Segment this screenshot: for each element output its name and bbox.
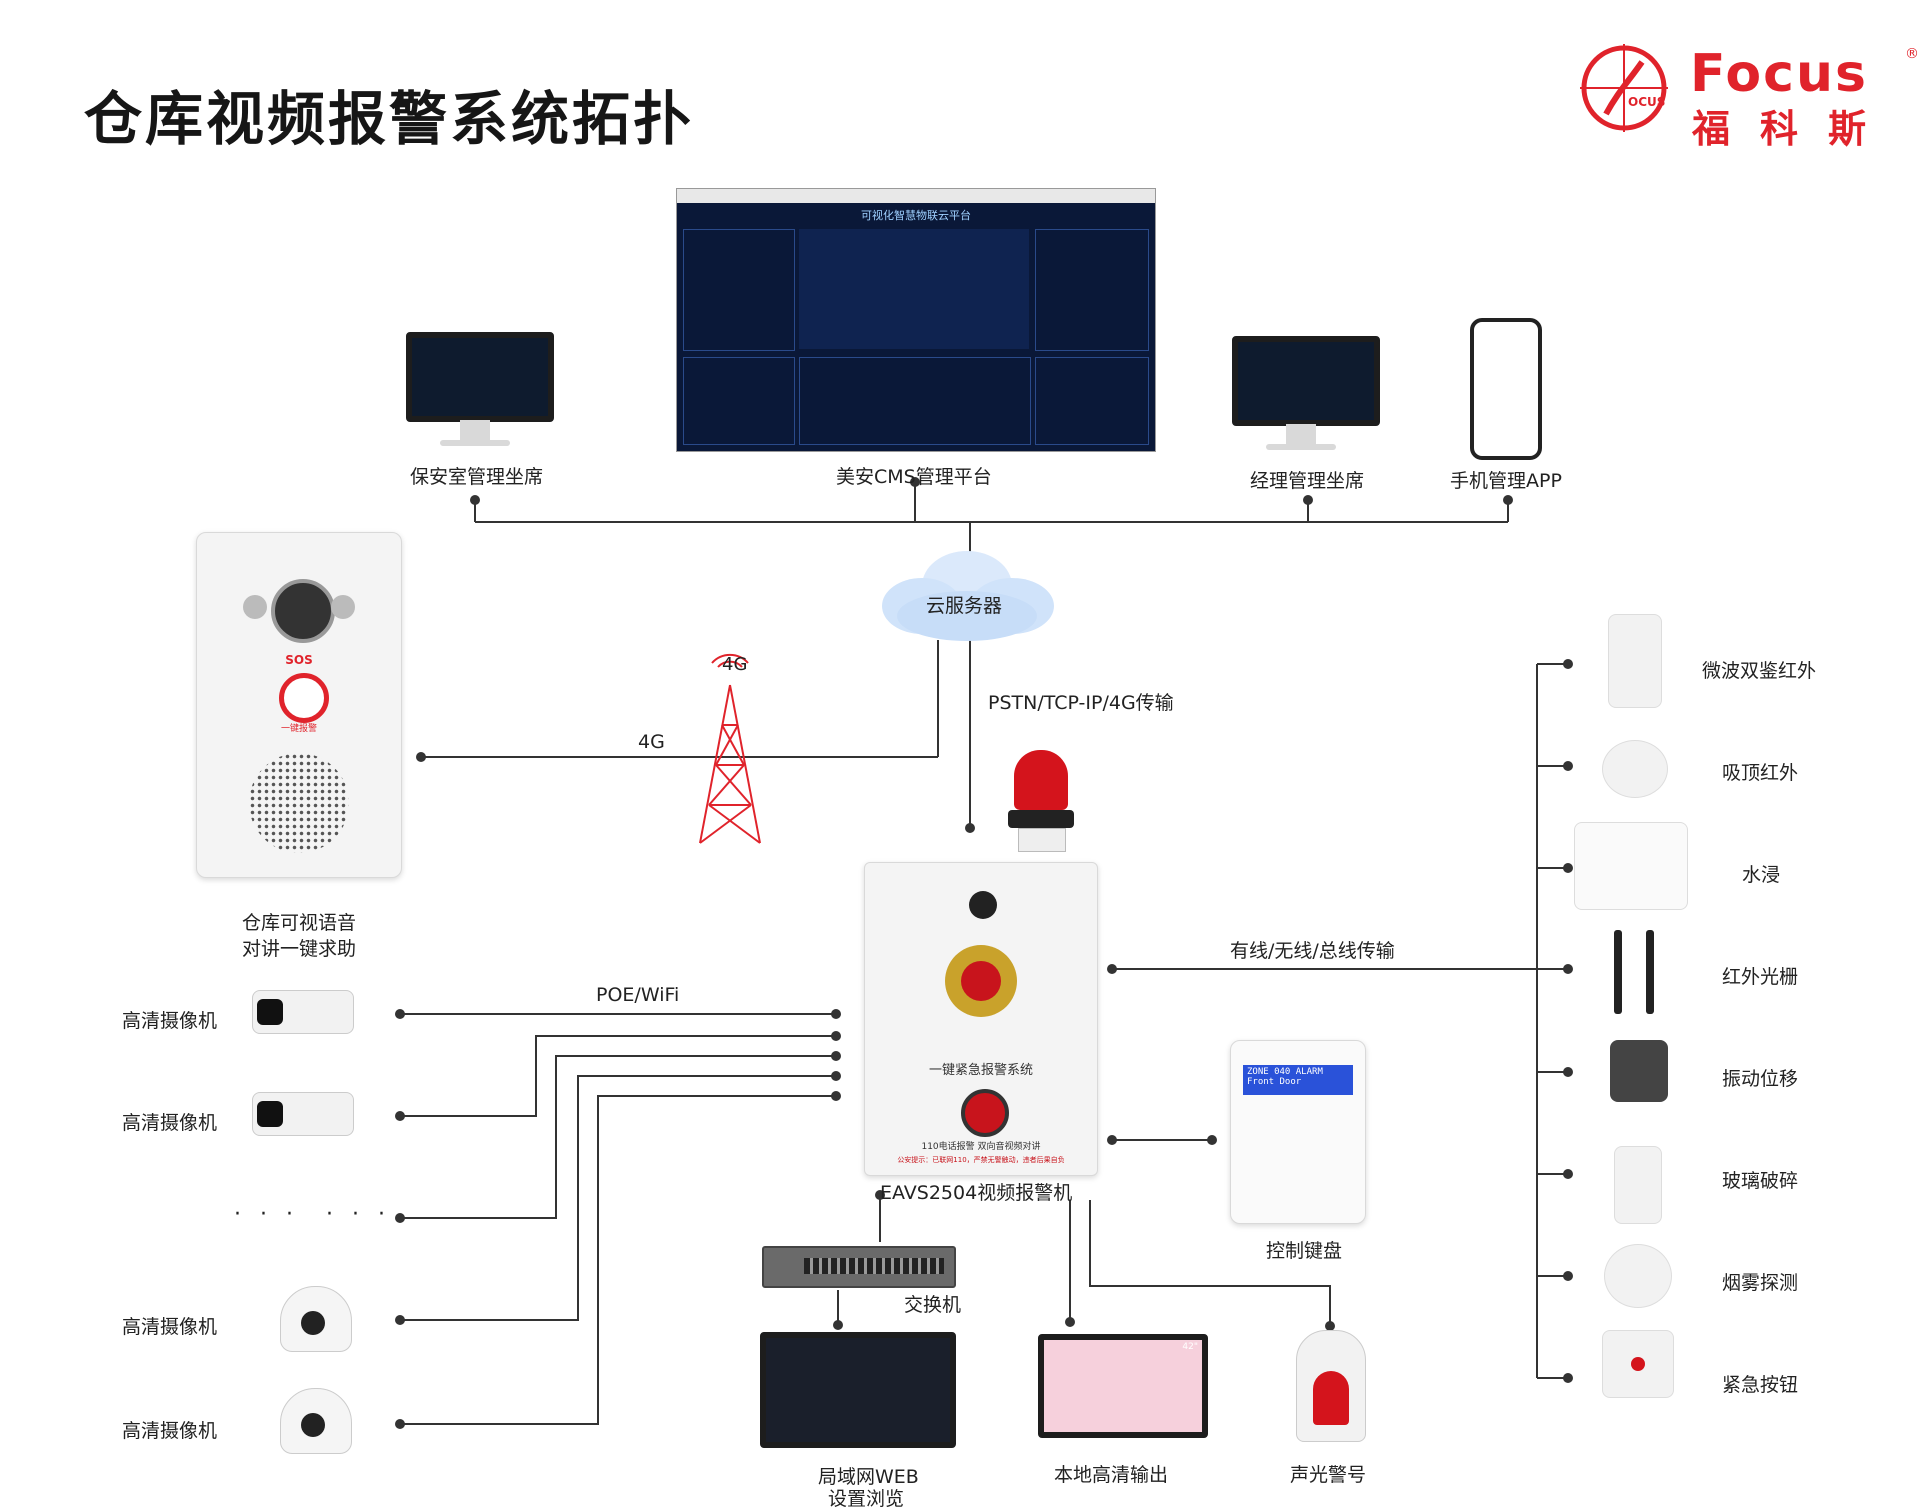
dome-camera-icon xyxy=(280,1388,352,1454)
manager-monitor xyxy=(1232,336,1380,426)
water-leak-icon xyxy=(1574,822,1688,910)
sos-text: SOS xyxy=(285,653,313,667)
manager-label: 经理管理坐席 xyxy=(1250,470,1365,492)
network-switch-icon xyxy=(762,1246,956,1288)
alarm-host-label: EAVS2504视频报警机 xyxy=(880,1182,1073,1204)
emergency-button[interactable] xyxy=(961,1089,1009,1137)
control-keypad-device: ZONE 040 ALARM Front Door xyxy=(1230,1040,1366,1224)
ellipsis-1: · · · xyxy=(234,1202,299,1227)
vibration-sensor-icon xyxy=(1610,1040,1668,1102)
local-tv: 42" xyxy=(1038,1334,1208,1438)
cms-screen-title: 可视化智慧物联云平台 xyxy=(861,209,971,222)
sensor-link-label: 有线/无线/总线传输 xyxy=(1230,940,1395,962)
page-title: 仓库视频报警系统拓扑 xyxy=(84,85,695,153)
mobile-app-label: 手机管理APP xyxy=(1450,470,1562,492)
siren-label: 声光警号 xyxy=(1290,1464,1367,1486)
smoke-detector-icon xyxy=(1604,1244,1672,1308)
dome-camera-icon xyxy=(280,1286,352,1352)
panel-title: 一键紧急报警系统 xyxy=(928,1063,1033,1078)
keypad-line-2: Front Door xyxy=(1247,1077,1302,1087)
transport-label: PSTN/TCP-IP/4G传输 xyxy=(988,692,1174,714)
sensor-label-3: 水浸 xyxy=(1742,864,1781,886)
cell-tower-icon xyxy=(680,645,780,845)
ellipsis-2: · · · xyxy=(326,1202,391,1227)
sos-button-text: 一键报警 xyxy=(280,724,317,734)
sos-button[interactable] xyxy=(279,673,329,723)
mobile-phone-icon xyxy=(1470,318,1542,460)
camera-label-1: 高清摄像机 xyxy=(122,1010,218,1032)
brand-name: Focus xyxy=(1690,44,1868,104)
sensor-label-2: 吸顶红外 xyxy=(1722,762,1799,784)
police-badge-icon xyxy=(945,945,1017,1017)
registered-mark: ® xyxy=(1905,46,1919,62)
poe-wifi-label: POE/WiFi xyxy=(596,984,680,1006)
keypad-line-1: ZONE 040 ALARM xyxy=(1247,1067,1323,1077)
web-label-2: 设置浏览 xyxy=(828,1488,905,1510)
sensor-label-7: 烟雾探测 xyxy=(1722,1272,1799,1294)
camera-label-3: 高清摄像机 xyxy=(122,1316,218,1338)
panel-note: 公安提示：已联网110，严禁无警触动，违者后果自负 xyxy=(897,1156,1065,1164)
ceiling-pir-icon xyxy=(1602,740,1668,798)
security-room-monitor xyxy=(406,332,554,422)
panel-sub: 110电话报警 双向音视频对讲 xyxy=(921,1142,1041,1152)
sensor-label-4: 红外光栅 xyxy=(1722,966,1799,988)
intercom-label-2: 对讲一键求助 xyxy=(242,938,357,960)
tower-label: 4G xyxy=(722,654,748,675)
ir-beam-icon xyxy=(1614,930,1622,1014)
glass-break-icon xyxy=(1614,1146,1662,1224)
sensor-label-8: 紧急按钮 xyxy=(1722,1374,1799,1396)
sensor-label-1: 微波双鉴红外 xyxy=(1702,660,1817,682)
svg-text:OCUS: OCUS xyxy=(1628,95,1665,109)
brand-logo-icon: OCUS xyxy=(1578,42,1670,134)
cms-browser-window: 可视化智慧物联云平台 xyxy=(676,188,1156,452)
bullet-camera-icon xyxy=(252,990,354,1034)
alarm-host-device: 一键紧急报警系统 110电话报警 双向音视频对讲 公安提示：已联网110，严禁无… xyxy=(864,862,1098,1176)
sensor-label-6: 玻璃破碎 xyxy=(1722,1170,1799,1192)
brand-cn: 福科斯 xyxy=(1692,107,1897,151)
web-label-1: 局域网WEB xyxy=(818,1466,919,1488)
switch-label: 交换机 xyxy=(904,1294,962,1316)
panic-button-icon xyxy=(1602,1330,1674,1398)
4g-link-label: 4G xyxy=(638,731,665,753)
cms-label: 美安CMS管理平台 xyxy=(836,466,992,488)
dual-tech-pir-icon xyxy=(1608,614,1662,708)
siren-icon xyxy=(1296,1330,1366,1442)
keypad-label: 控制键盘 xyxy=(1266,1240,1343,1262)
ir-beam-icon xyxy=(1646,930,1654,1014)
bullet-camera-icon xyxy=(252,1092,354,1136)
local-output-label: 本地高清输出 xyxy=(1054,1464,1169,1486)
camera-label-4: 高清摄像机 xyxy=(122,1420,218,1442)
tv-size: 42" xyxy=(1182,1342,1198,1352)
cloud-icon xyxy=(872,546,1058,646)
camera-label-2: 高清摄像机 xyxy=(122,1112,218,1134)
sensor-label-5: 振动位移 xyxy=(1722,1068,1799,1090)
alarm-beacon-icon xyxy=(1008,750,1074,852)
manager-monitor-base xyxy=(1266,444,1336,450)
manager-monitor-stand xyxy=(1286,424,1316,444)
intercom-label-1: 仓库可视语音 xyxy=(242,912,357,934)
monitor-base xyxy=(440,440,510,446)
web-monitor xyxy=(760,1332,956,1448)
cloud-label: 云服务器 xyxy=(926,595,1003,617)
security-room-label: 保安室管理坐席 xyxy=(410,466,544,488)
monitor-stand xyxy=(460,420,490,440)
intercom-device: SOS 一键报警 xyxy=(196,532,402,878)
